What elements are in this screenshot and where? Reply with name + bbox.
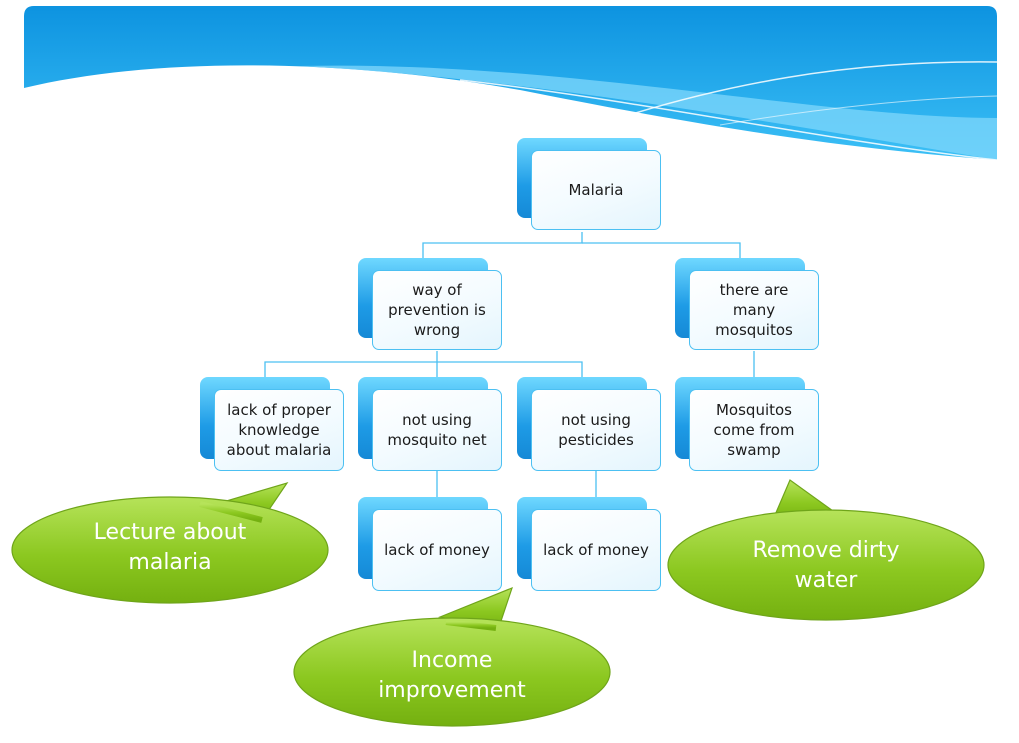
node-lack-of-money-1-label: lack of money bbox=[372, 509, 502, 591]
callout-income-bubble bbox=[293, 586, 611, 727]
node-lack-of-knowledge-label: lack of proper knowledge about malaria bbox=[214, 389, 344, 471]
callout-remove-water-bubble bbox=[667, 479, 985, 621]
callout-lecture-text: Lecture about malaria bbox=[93, 520, 247, 575]
callout-lecture-bubble bbox=[11, 481, 329, 604]
node-lack-of-money-2-label: lack of money bbox=[531, 509, 661, 591]
callout-remove-water-text: Remove dirty water bbox=[752, 538, 900, 593]
node-not-using-net-label: not using mosquito net bbox=[372, 389, 502, 471]
node-mosquitos-swamp-label: Mosquitos come from swamp bbox=[689, 389, 819, 471]
wave-banner bbox=[24, 6, 998, 161]
node-way-of-prevention-label: way of prevention is wrong bbox=[372, 270, 502, 350]
callout-income-text: Income improvement bbox=[378, 648, 526, 703]
node-many-mosquitos-label: there are many mosquitos bbox=[689, 270, 819, 350]
node-malaria-label: Malaria bbox=[531, 150, 661, 230]
node-not-using-pesticides-label: not using pesticides bbox=[531, 389, 661, 471]
